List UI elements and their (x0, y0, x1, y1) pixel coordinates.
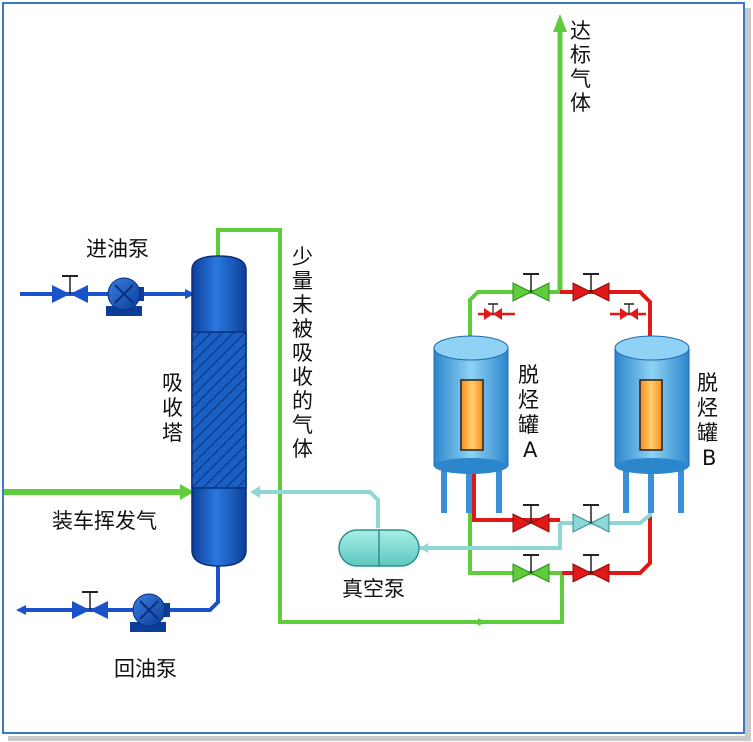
valve-bypass-a[interactable] (484, 303, 502, 320)
valve-top-green[interactable] (512, 273, 550, 302)
frame-shadow-right (745, 8, 751, 741)
inlet-pump (106, 277, 144, 316)
inlet-oil-valve[interactable] (52, 275, 88, 303)
oil-return-arrow (16, 605, 26, 615)
return-oil-valve[interactable] (72, 591, 108, 619)
valve-lower-green-a[interactable] (512, 554, 550, 583)
canister-b-window (639, 379, 663, 451)
label-compliant-gas: 达标气体 (570, 19, 591, 115)
vacuum-return-arrow (250, 486, 260, 498)
diagram-frame (2, 2, 745, 734)
valve-bypass-b[interactable] (620, 303, 638, 320)
label-unabsorbed-gas: 少量未被吸收的气体 (292, 245, 313, 461)
return-pump (130, 593, 170, 632)
canister-a (433, 335, 509, 513)
canister-a-window (460, 379, 484, 451)
flow-arrow-green (478, 618, 486, 626)
pipe-vacuum-mid (420, 523, 562, 550)
pipe-vacuum-to-absorber (258, 490, 380, 528)
frame-shadow-bottom (8, 736, 751, 741)
vacuum-pump (338, 529, 420, 567)
outlet-arrow (553, 14, 567, 32)
pipe-red-lower (472, 468, 560, 522)
valve-lower-cyan-b[interactable] (572, 504, 610, 533)
packing-section (191, 331, 247, 489)
loading-vapor-arrow (180, 484, 194, 500)
valve-top-red[interactable] (572, 273, 610, 302)
valve-lower-red-a[interactable] (512, 504, 550, 533)
valve-lower-red-b[interactable] (572, 554, 610, 583)
pipe-unabsorbed-gas (216, 228, 564, 624)
label-vacuum-pump: 真空泵 (342, 577, 405, 601)
label-return-pump: 回油泵 (114, 657, 177, 681)
oil-inlet-arrow (185, 289, 195, 299)
vacuum-arrow (420, 543, 428, 553)
canister-b (614, 335, 690, 513)
pipe-oil-return (24, 566, 220, 612)
label-inlet-pump: 进油泵 (86, 237, 149, 261)
label-absorber: 吸收塔 (162, 371, 183, 445)
label-loading-vapor: 装车挥发气 (52, 509, 157, 533)
absorber-tower (191, 255, 247, 567)
